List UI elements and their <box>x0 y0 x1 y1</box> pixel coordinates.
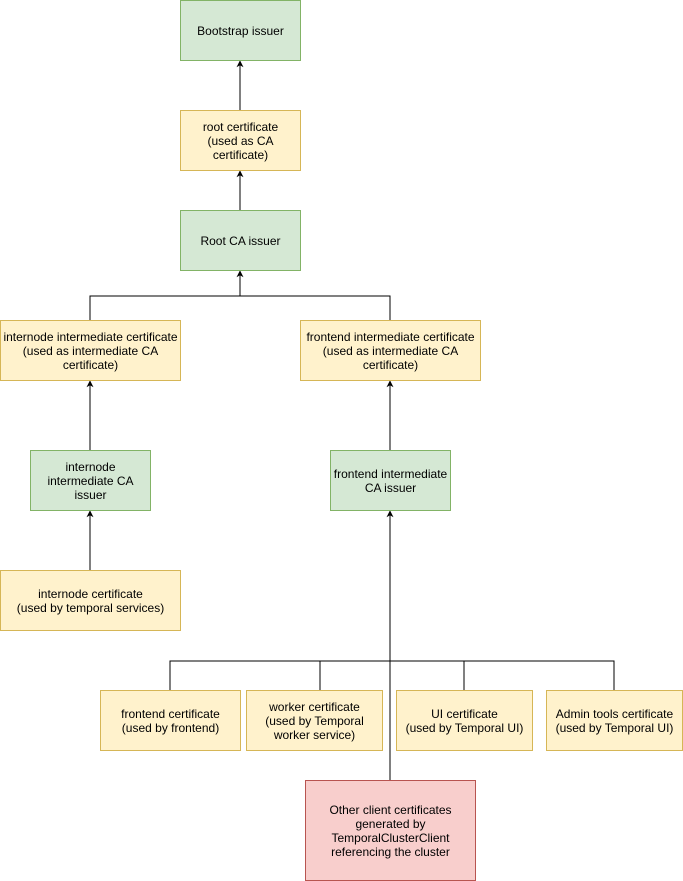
admin-tools-certificate-node: Admin tools certificate (used by Tempora… <box>546 690 683 751</box>
frontend-certificate-node: frontend certificate (used by frontend) <box>100 690 241 751</box>
worker-certificate-node: worker certificate (used by Temporal wor… <box>246 690 383 751</box>
internode-intermediate-certificate-node: internode intermediate certificate (used… <box>0 320 181 381</box>
other-client-certificates-node: Other client certificates generated by T… <box>305 780 476 881</box>
internode-certificate-node: internode certificate (used by temporal … <box>0 570 181 631</box>
frontend-intermediate-ca-issuer-node: frontend intermediate CA issuer <box>330 450 451 511</box>
internode-intermediate-ca-issuer-node: internode intermediate CA issuer <box>30 450 151 511</box>
edge-internode-intermediate-certificate-to-root-ca-issuer <box>89 270 244 320</box>
root-ca-issuer-node: Root CA issuer <box>180 210 301 271</box>
edge-admin-tools-certificate-to-frontend-intermediate-ca-issuer <box>390 660 615 690</box>
root-certificate-node: root certificate (used as CA certificate… <box>180 110 301 171</box>
bootstrap-issuer-node: Bootstrap issuer <box>180 0 301 61</box>
ui-certificate-node: UI certificate (used by Temporal UI) <box>396 690 533 751</box>
frontend-intermediate-certificate-node: frontend intermediate certificate (used … <box>300 320 481 381</box>
edge-frontend-intermediate-certificate-to-root-ca-issuer <box>240 295 391 320</box>
edge-frontend-certificate-to-frontend-intermediate-ca-issuer <box>169 660 390 690</box>
